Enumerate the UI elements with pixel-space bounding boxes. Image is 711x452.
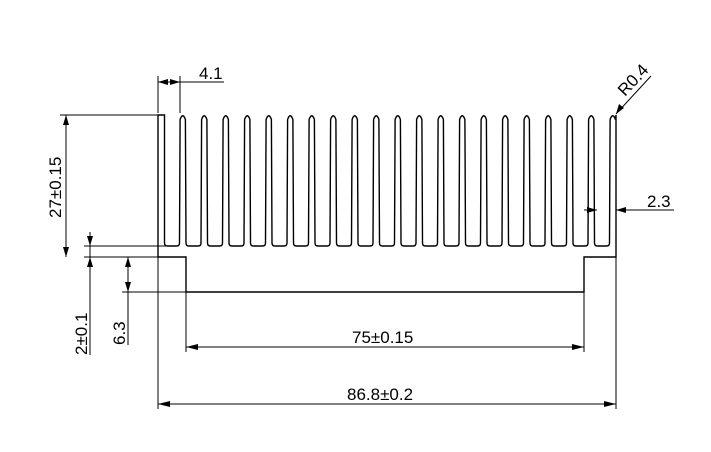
- dim-corner-radius: R0.4: [614, 60, 652, 115]
- dim-overall-width: 86.8±0.2: [157, 257, 617, 409]
- dim-total-base-height-label: 6.3: [110, 321, 129, 345]
- dim-total-base-height: 6.3: [110, 257, 186, 345]
- dim-fin-pitch-label: 4.1: [199, 64, 223, 83]
- dim-base-thickness-label: 2±0.1: [72, 313, 91, 355]
- dim-fin-height-label: 27±0.15: [46, 157, 65, 218]
- dim-base-thickness: 2±0.1: [72, 232, 171, 355]
- heatsink-outline: [157, 114, 617, 293]
- dim-overall-width-label: 86.8±0.2: [347, 385, 413, 404]
- dim-foot-width: 75±0.15: [185, 292, 585, 352]
- dim-fin-thickness: 2.3: [584, 192, 674, 213]
- dim-fin-pitch: 4.1: [157, 64, 224, 113]
- dim-foot-width-label: 75±0.15: [352, 328, 413, 347]
- dim-fin-thickness-label: 2.3: [647, 192, 671, 211]
- dim-fin-height: 27±0.15: [46, 114, 158, 257]
